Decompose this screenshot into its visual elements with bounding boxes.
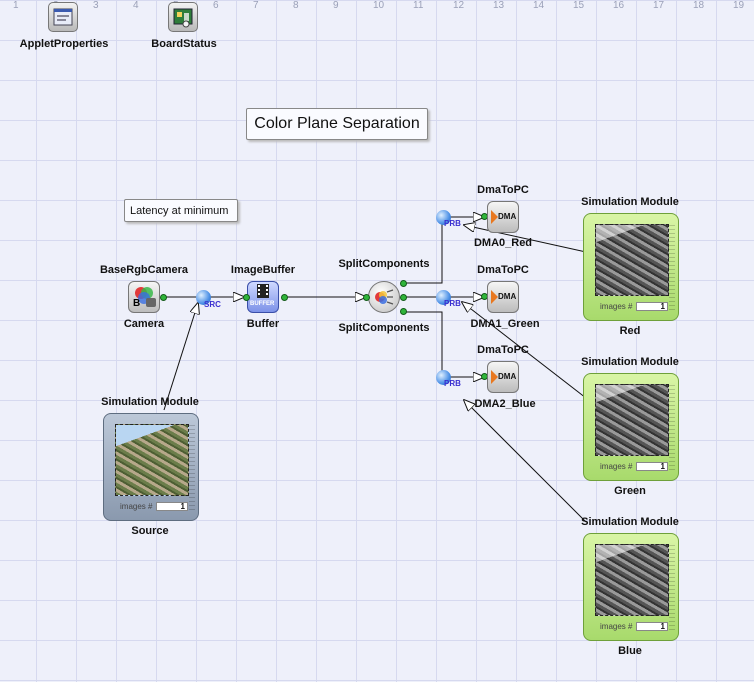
applet-properties-icon[interactable] <box>48 2 78 32</box>
buffer-in-port[interactable] <box>243 294 250 301</box>
ruler-number: 9 <box>333 0 339 11</box>
split-in-port[interactable] <box>363 294 370 301</box>
ruler-number: 4 <box>133 0 139 11</box>
source-simulation-module[interactable]: images # 1 <box>103 413 199 521</box>
ruler-number: 15 <box>573 0 585 11</box>
ruler-number: 8 <box>293 0 299 11</box>
wire-blue-probe <box>464 400 587 523</box>
wire-red-probe <box>464 225 587 253</box>
buffer-out-port[interactable] <box>281 294 288 301</box>
red-image-thumbnail <box>595 224 669 296</box>
dma0-component[interactable]: DMA <box>487 201 519 233</box>
ruler-number: 1 <box>13 0 19 11</box>
red-image-counter: images # 1 <box>596 302 668 312</box>
dma2-component[interactable]: DMA <box>487 361 519 393</box>
blue-simulation-module[interactable]: images # 1 <box>583 533 679 641</box>
prb2-tag: PRB <box>444 379 461 388</box>
buffer-icon-text: BUFFER <box>250 301 275 307</box>
ruler-number: 17 <box>653 0 665 11</box>
dma1-type-label: DmaToPC <box>477 264 529 276</box>
dma1-component[interactable]: DMA <box>487 281 519 313</box>
ruler-number: 18 <box>693 0 705 11</box>
split-out-port-1[interactable] <box>400 294 407 301</box>
ruler-number: 10 <box>373 0 385 11</box>
dma1-name-label: DMA1_Green <box>470 318 540 330</box>
split-out-port-0[interactable] <box>400 280 407 287</box>
green-simulation-module[interactable]: images # 1 <box>583 373 679 481</box>
wire-source-src <box>163 303 198 411</box>
camera-out-port[interactable] <box>160 294 167 301</box>
red-sim-name-label: Red <box>619 325 641 337</box>
board-status-label[interactable]: BoardStatus <box>151 38 217 50</box>
diagram-title[interactable]: Color Plane Separation <box>246 108 428 140</box>
ruler-number: 13 <box>493 0 505 11</box>
source-sim-type-label: Simulation Module <box>101 396 199 408</box>
wire-green-probe <box>462 302 587 399</box>
prb0-tag: PRB <box>444 219 461 228</box>
red-simulation-module[interactable]: images # 1 <box>583 213 679 321</box>
source-image-thumbnail <box>115 424 189 496</box>
film-icon <box>257 284 269 298</box>
dma2-type-label: DmaToPC <box>477 344 529 356</box>
split-component[interactable] <box>368 281 400 313</box>
dma0-icon-text: DMA <box>498 212 517 221</box>
wire-split-dma0 <box>405 217 484 284</box>
ruler-number: 14 <box>533 0 545 11</box>
green-sim-name-label: Green <box>614 485 646 497</box>
dma0-type-label: DmaToPC <box>477 184 529 196</box>
rgb-camera-icon <box>135 287 156 307</box>
source-sim-name-label: Source <box>131 525 169 537</box>
blue-sim-name-label: Blue <box>618 645 642 657</box>
ruler-number: 11 <box>413 0 424 11</box>
ruler-number: 16 <box>613 0 625 11</box>
buffer-component[interactable]: BUFFER <box>247 281 279 313</box>
applet-properties-label[interactable]: AppletProperties <box>19 38 109 50</box>
dma-arrow-icon <box>491 290 498 304</box>
split-name-label: SplitComponents <box>338 322 430 334</box>
ruler-number: 19 <box>733 0 745 11</box>
split-out-port-2[interactable] <box>400 308 407 315</box>
camera-type-label: BaseRgbCamera <box>99 264 189 276</box>
prb1-tag: PRB <box>444 299 461 308</box>
blue-sim-type-label: Simulation Module <box>581 516 679 528</box>
camera-name-label: Camera <box>123 318 165 330</box>
green-image-thumbnail <box>595 384 669 456</box>
blue-image-thumbnail <box>595 544 669 616</box>
split-type-label: SplitComponents <box>338 258 430 270</box>
green-image-counter: images # 1 <box>596 462 668 472</box>
ruler-number: 6 <box>213 0 219 11</box>
camera-letter: B <box>133 298 141 309</box>
wire-split-dma2 <box>405 311 484 377</box>
prb2-probe-icon[interactable] <box>436 370 451 385</box>
ruler-number: 12 <box>453 0 465 11</box>
dma-arrow-icon <box>491 370 498 384</box>
board-status-icon[interactable] <box>168 2 198 32</box>
dma2-icon-text: DMA <box>498 372 517 381</box>
blue-image-counter: images # 1 <box>596 622 668 632</box>
red-sim-type-label: Simulation Module <box>581 196 679 208</box>
dma0-name-label: DMA0_Red <box>473 237 533 249</box>
dma-arrow-icon <box>491 210 498 224</box>
src-tag: SRC <box>204 300 221 309</box>
green-sim-type-label: Simulation Module <box>581 356 679 368</box>
buffer-name-label: Buffer <box>246 318 280 330</box>
src-probe-icon[interactable] <box>196 290 211 305</box>
ruler-number: 7 <box>253 0 259 11</box>
dma2-name-label: DMA2_Blue <box>474 398 536 410</box>
dma1-icon-text: DMA <box>498 292 517 301</box>
prb0-probe-icon[interactable] <box>436 210 451 225</box>
source-image-counter: images # 1 <box>116 502 188 512</box>
camera-component[interactable]: B <box>128 281 160 313</box>
split-color-icon <box>375 289 394 305</box>
latency-note[interactable]: Latency at minimum <box>124 199 238 222</box>
buffer-type-label: ImageBuffer <box>230 264 296 276</box>
prb1-probe-icon[interactable] <box>436 290 451 305</box>
ruler-number: 3 <box>93 0 99 11</box>
